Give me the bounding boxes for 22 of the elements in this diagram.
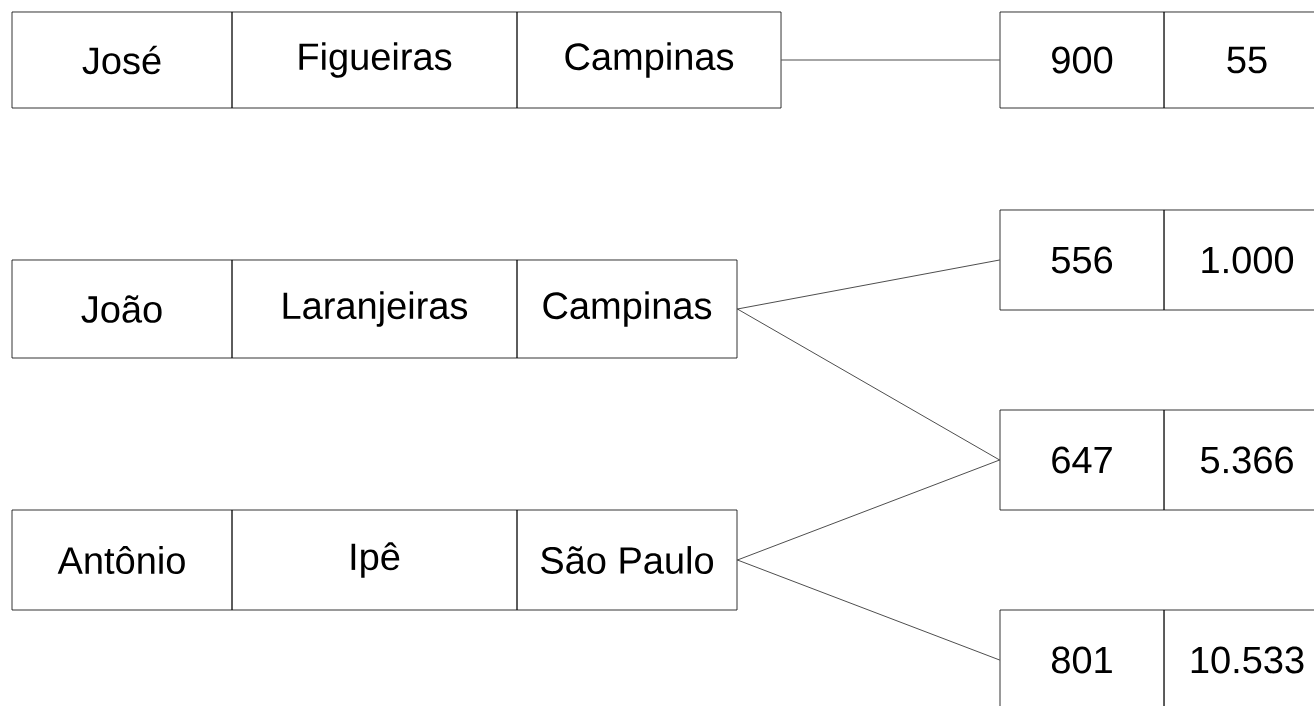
table-cell: Laranjeiras <box>231 259 518 359</box>
table-cell: Figueiras <box>231 11 518 109</box>
table-cell: José <box>11 11 233 109</box>
connector-line <box>781 59 1000 61</box>
table-cell: 55 <box>1163 11 1314 109</box>
table-cell: 801 <box>999 609 1165 706</box>
connector-line <box>737 308 1000 461</box>
table-cell: 900 <box>999 11 1165 109</box>
table-cell: Ipê <box>231 509 518 611</box>
connector-line <box>737 459 1000 561</box>
table-cell: 556 <box>999 209 1165 311</box>
table-cell: João <box>11 259 233 359</box>
table-cell: 10.533 <box>1163 609 1314 706</box>
table-cell: 647 <box>999 409 1165 511</box>
connector-line <box>737 559 1000 661</box>
table-cell: Campinas <box>516 259 738 359</box>
table-cell: 5.366 <box>1163 409 1314 511</box>
table-cell: Campinas <box>516 11 782 109</box>
connector-line <box>737 259 1000 310</box>
table-cell: São Paulo <box>516 509 738 611</box>
table-cell: Antônio <box>11 509 233 611</box>
table-cell: 1.000 <box>1163 209 1314 311</box>
